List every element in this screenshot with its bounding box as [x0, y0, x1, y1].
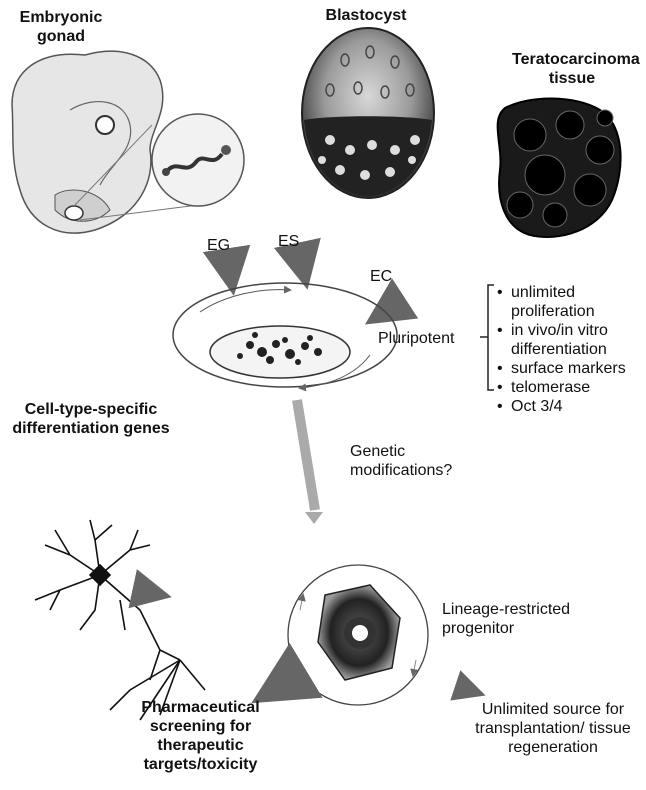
label-pharmaceutical: Pharmaceutical screening for therapeutic… [128, 698, 273, 774]
property-item: telomerase [497, 378, 641, 397]
bottom-arrows [265, 680, 478, 695]
neuron-arrow [148, 592, 162, 595]
progenitor-cell [288, 565, 428, 705]
label-ec: EC [370, 267, 392, 286]
source-arrows [228, 255, 395, 318]
label-blastocyst: Blastocyst [316, 6, 416, 25]
label-teratocarcinoma: Teratocarcinoma tissue [512, 50, 632, 88]
label-pluripotent: Pluripotent [378, 329, 455, 348]
embryo-illustration [12, 51, 163, 233]
property-item: unlimited proliferation [497, 283, 641, 321]
label-lineage-restricted: Lineage-restricted progenitor [442, 600, 592, 638]
culture-dish [173, 283, 397, 388]
label-genetic-modifications: Genetic modifications? [350, 442, 470, 480]
neuron-illustration [35, 520, 205, 720]
teratocarcinoma-illustration [498, 98, 621, 236]
property-item: Oct 3/4 [497, 397, 641, 416]
pluripotent-properties-list: unlimited proliferation in vivo/in vitro… [497, 283, 646, 416]
blastocyst-illustration [302, 28, 434, 198]
properties-bracket [480, 285, 494, 390]
property-item: surface markers [497, 359, 646, 378]
label-es: ES [278, 232, 299, 251]
label-embryonic-gonad: Embryonic gonad [16, 8, 106, 46]
label-eg: EG [207, 236, 230, 255]
label-unlimited-source: Unlimited source for transplantation/ ti… [468, 700, 638, 757]
down-arrow [297, 400, 323, 524]
property-item: in vivo/in vitro differentiation [497, 321, 641, 359]
label-cell-type-genes: Cell-type-specific differentiation genes [6, 400, 176, 438]
